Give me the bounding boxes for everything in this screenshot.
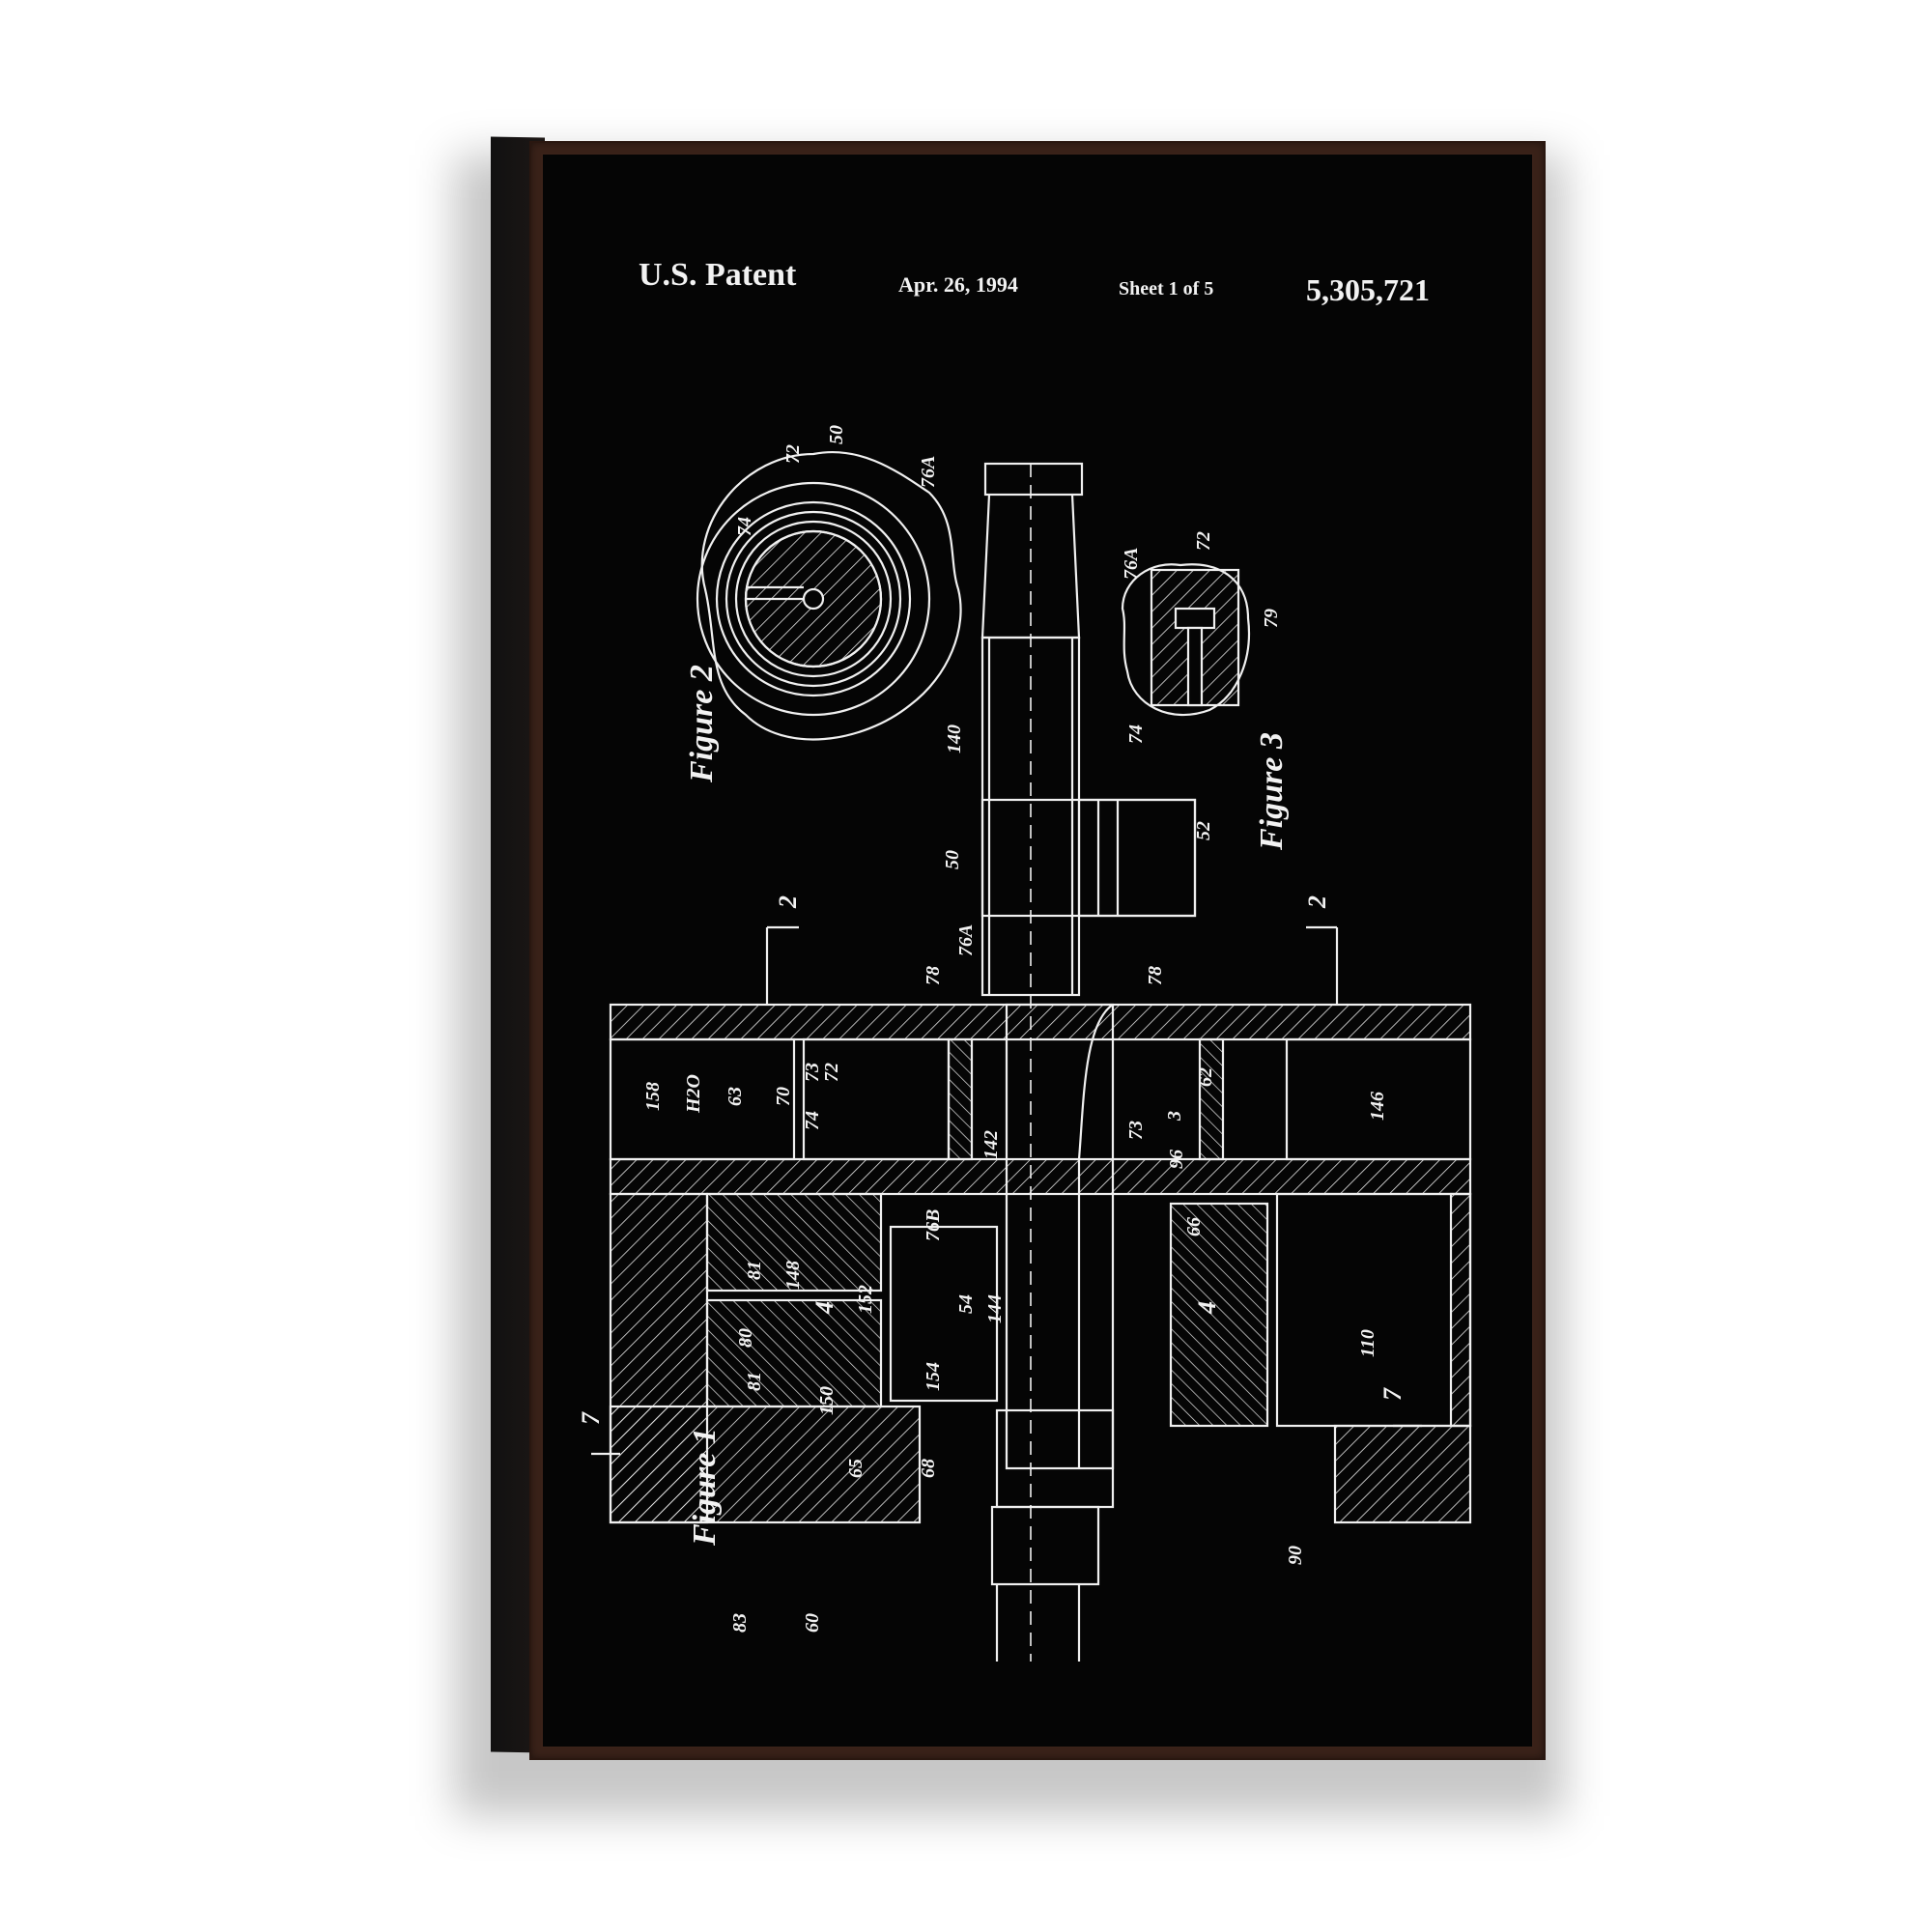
fig1-ref-62: 62 <box>1195 1067 1216 1087</box>
fig1-ref-81-top: 81 <box>744 1261 765 1280</box>
fig1-ref-72: 72 <box>821 1063 842 1082</box>
fig1-ref-4-right: 4 <box>1193 1301 1221 1315</box>
fig1-ref-73-left: 73 <box>802 1063 823 1082</box>
fig1-ref-63: 63 <box>724 1087 746 1106</box>
fig1-ref-96: 96 <box>1166 1150 1187 1169</box>
fig2-ref-74: 74 <box>734 517 755 536</box>
figure-1-title: Figure 1 <box>687 1428 723 1547</box>
fig1-ref-68: 68 <box>918 1459 939 1478</box>
fig1-ref-142: 142 <box>980 1130 1002 1159</box>
fig1-ref-110: 110 <box>1357 1329 1378 1357</box>
patent-label: U.S. Patent <box>639 257 797 293</box>
figure-1-reference-numerals: 140 50 52 2 2 78 76A 78 158 H2O 63 70 73… <box>577 724 1406 1633</box>
patent-print-canvas: U.S. Patent Apr. 26, 1994 Sheet 1 of 5 5… <box>543 155 1532 1747</box>
fig1-ref-52: 52 <box>1193 821 1214 840</box>
fig1-ref-h2o: H2O <box>683 1074 704 1114</box>
fig1-ref-150: 150 <box>816 1386 838 1415</box>
fig1-ref-144: 144 <box>984 1294 1006 1323</box>
fig3-ref-72: 72 <box>1193 531 1214 551</box>
fig1-ref-7-left: 7 <box>577 1411 605 1425</box>
fig2-ref-76A: 76A <box>918 456 939 488</box>
patent-number: 5,305,721 <box>1306 272 1430 307</box>
fig1-ref-60: 60 <box>802 1613 823 1633</box>
fig1-ref-4-left: 4 <box>810 1301 838 1315</box>
figure-3-title: Figure 3 <box>1254 732 1290 851</box>
fig3-ref-74: 74 <box>1125 724 1147 744</box>
fig1-ref-74: 74 <box>802 1111 823 1130</box>
fig1-ref-158: 158 <box>642 1082 664 1111</box>
fig1-ref-81-bottom: 81 <box>744 1372 765 1391</box>
fig2-ref-72: 72 <box>782 444 804 464</box>
figure-2-title: Figure 2 <box>684 665 720 783</box>
fig1-ref-2-left: 2 <box>774 895 802 909</box>
fig1-ref-76A: 76A <box>955 924 977 956</box>
fig1-ref-83: 83 <box>729 1613 751 1633</box>
fig1-ref-80: 80 <box>735 1328 756 1348</box>
fig1-ref-78-right: 78 <box>1145 966 1166 985</box>
fig1-ref-146: 146 <box>1367 1092 1388 1121</box>
fig1-ref-76B: 76B <box>923 1209 944 1241</box>
fig1-ref-50: 50 <box>942 850 963 869</box>
fig1-ref-154: 154 <box>923 1362 944 1391</box>
fig1-ref-73-right: 73 <box>1125 1121 1147 1140</box>
fig1-ref-66: 66 <box>1183 1217 1205 1236</box>
fig3-ref-79: 79 <box>1261 609 1282 628</box>
figure-2-drawing <box>696 451 962 741</box>
fig1-ref-65: 65 <box>845 1459 867 1478</box>
fig1-ref-70: 70 <box>773 1087 794 1106</box>
fig1-ref-3: 3 <box>1164 1111 1185 1122</box>
fig3-ref-76A: 76A <box>1121 548 1142 580</box>
figure-3-drawing <box>1121 563 1250 717</box>
fig1-ref-152: 152 <box>855 1285 876 1314</box>
fig1-ref-140: 140 <box>944 724 965 753</box>
patent-technical-drawing: Figure 2 72 50 74 76A Figure 3 76A 72 79… <box>577 425 1472 1662</box>
fig2-ref-50: 50 <box>826 425 847 444</box>
fig1-ref-54: 54 <box>955 1294 977 1314</box>
fig1-ref-7-right: 7 <box>1378 1387 1406 1401</box>
fig1-ref-2-right: 2 <box>1303 895 1331 909</box>
figure-1-drawing <box>591 462 1472 1662</box>
fig1-ref-148: 148 <box>782 1261 804 1290</box>
fig1-ref-78-left: 78 <box>923 966 944 985</box>
patent-date: Apr. 26, 1994 <box>898 272 1018 297</box>
sheet-number: Sheet 1 of 5 <box>1119 278 1214 299</box>
fig1-ref-90: 90 <box>1285 1546 1306 1565</box>
